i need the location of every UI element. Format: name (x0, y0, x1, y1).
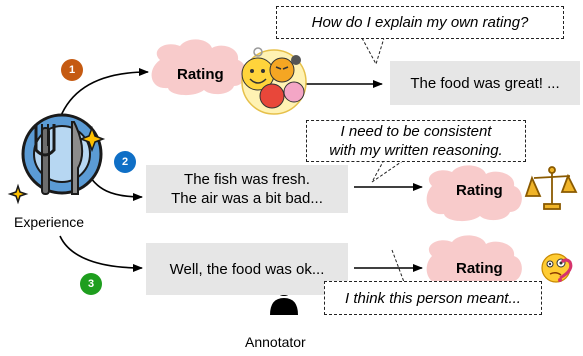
cloud-shape-2 (426, 165, 522, 222)
written-explanation-3: Well, the food was ok... (146, 243, 348, 295)
plate-utensils-icon (21, 113, 103, 195)
arrow-path-1 (59, 68, 149, 119)
experience-label: Experience (14, 214, 85, 230)
written-explanation-2-line-1: The fish was fresh. (184, 171, 310, 188)
written-explanation-2: The fish was fresh. The air was a bit ba… (146, 165, 348, 213)
thought-bubble-1: How do I explain my own rating? (276, 6, 564, 39)
thought-bubble-2-line-2: with my written reasoning. (329, 142, 503, 159)
confused-face-icon (541, 253, 573, 283)
arrow-path-3 (59, 235, 143, 272)
bubble-tail-3 (391, 249, 420, 283)
step-badge-3: 3 (80, 273, 102, 295)
emoji-faces-icon (241, 47, 307, 115)
written-explanation-2-line-2: The air was a bit bad... (171, 190, 323, 207)
step-badge-1: 1 (61, 59, 83, 81)
scales-icon (524, 166, 578, 210)
annotator-label: Annotator (245, 334, 306, 350)
rating-label-3: Rating (456, 260, 503, 277)
sparkle-icon (78, 125, 106, 153)
rating-label-2: Rating (456, 182, 503, 199)
sparkle-icon (7, 183, 29, 205)
thought-bubble-3: I think this person meant... (324, 281, 542, 315)
bubble-tail-1 (361, 37, 385, 66)
thought-bubble-2: I need to be consistent with my written … (306, 120, 526, 162)
bubble-tail-2 (371, 159, 405, 183)
rating-label-1: Rating (177, 66, 224, 83)
thought-bubble-2-line-1: I need to be consistent (340, 123, 492, 140)
step-badge-2: 2 (114, 151, 136, 173)
cloud-shape-3 (426, 235, 522, 292)
written-explanation-1: The food was great! ... (390, 61, 580, 105)
cloud-shape-1 (151, 39, 246, 96)
